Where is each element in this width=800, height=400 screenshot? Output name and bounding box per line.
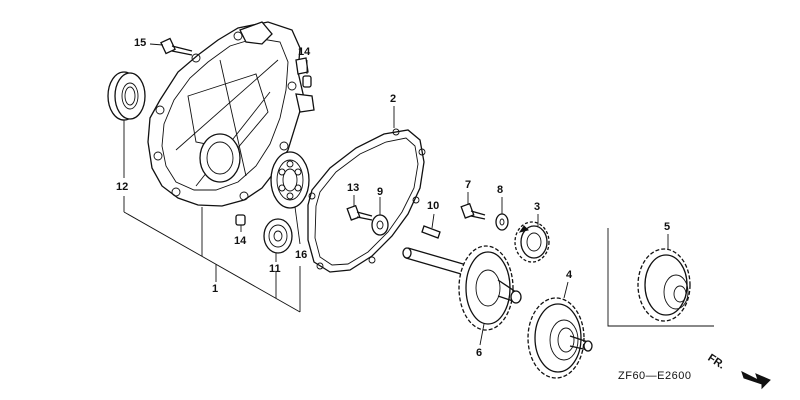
bolt-7 — [460, 202, 486, 220]
callout-2: 2 — [390, 93, 397, 105]
callout-1: 1 — [212, 283, 219, 295]
pin-10 — [421, 225, 441, 239]
callout-14-bottom: 14 — [234, 235, 247, 247]
callout-5: 5 — [664, 221, 671, 233]
callout-3: 3 — [534, 201, 541, 213]
callout-6: 6 — [476, 347, 483, 359]
washer-8 — [495, 213, 509, 231]
gasket — [307, 128, 426, 273]
callout-8: 8 — [497, 184, 504, 196]
callout-4: 4 — [566, 269, 573, 281]
dowel-pin-bottom — [235, 214, 246, 226]
leader-lines — [123, 43, 669, 346]
callout-9: 9 — [377, 186, 384, 198]
diagram-code: ZF60—E2600 — [618, 370, 692, 382]
gear-4 — [527, 297, 593, 379]
gear-5 — [637, 248, 691, 322]
part-5-frame — [607, 228, 714, 327]
dowel-pin-top — [302, 75, 312, 88]
gear-3 — [514, 221, 550, 263]
callout-11: 11 — [269, 263, 281, 275]
flange-bolt — [160, 37, 193, 56]
callout-7: 7 — [465, 179, 472, 191]
ball-bearing-small — [263, 218, 293, 254]
gear-case-cover — [147, 21, 315, 207]
front-arrow — [741, 371, 771, 390]
callout-15: 15 — [134, 37, 147, 49]
oil-seal — [107, 71, 146, 121]
gear-shaft-6 — [402, 245, 522, 331]
callout-13: 13 — [347, 182, 360, 194]
washer-9 — [371, 214, 389, 236]
callout-14-top: 14 — [298, 46, 311, 58]
callout-16: 16 — [295, 249, 308, 261]
callout-10: 10 — [427, 200, 440, 212]
callout-12: 12 — [116, 181, 129, 193]
ball-bearing-large — [270, 151, 310, 209]
bolt-13 — [346, 204, 373, 221]
